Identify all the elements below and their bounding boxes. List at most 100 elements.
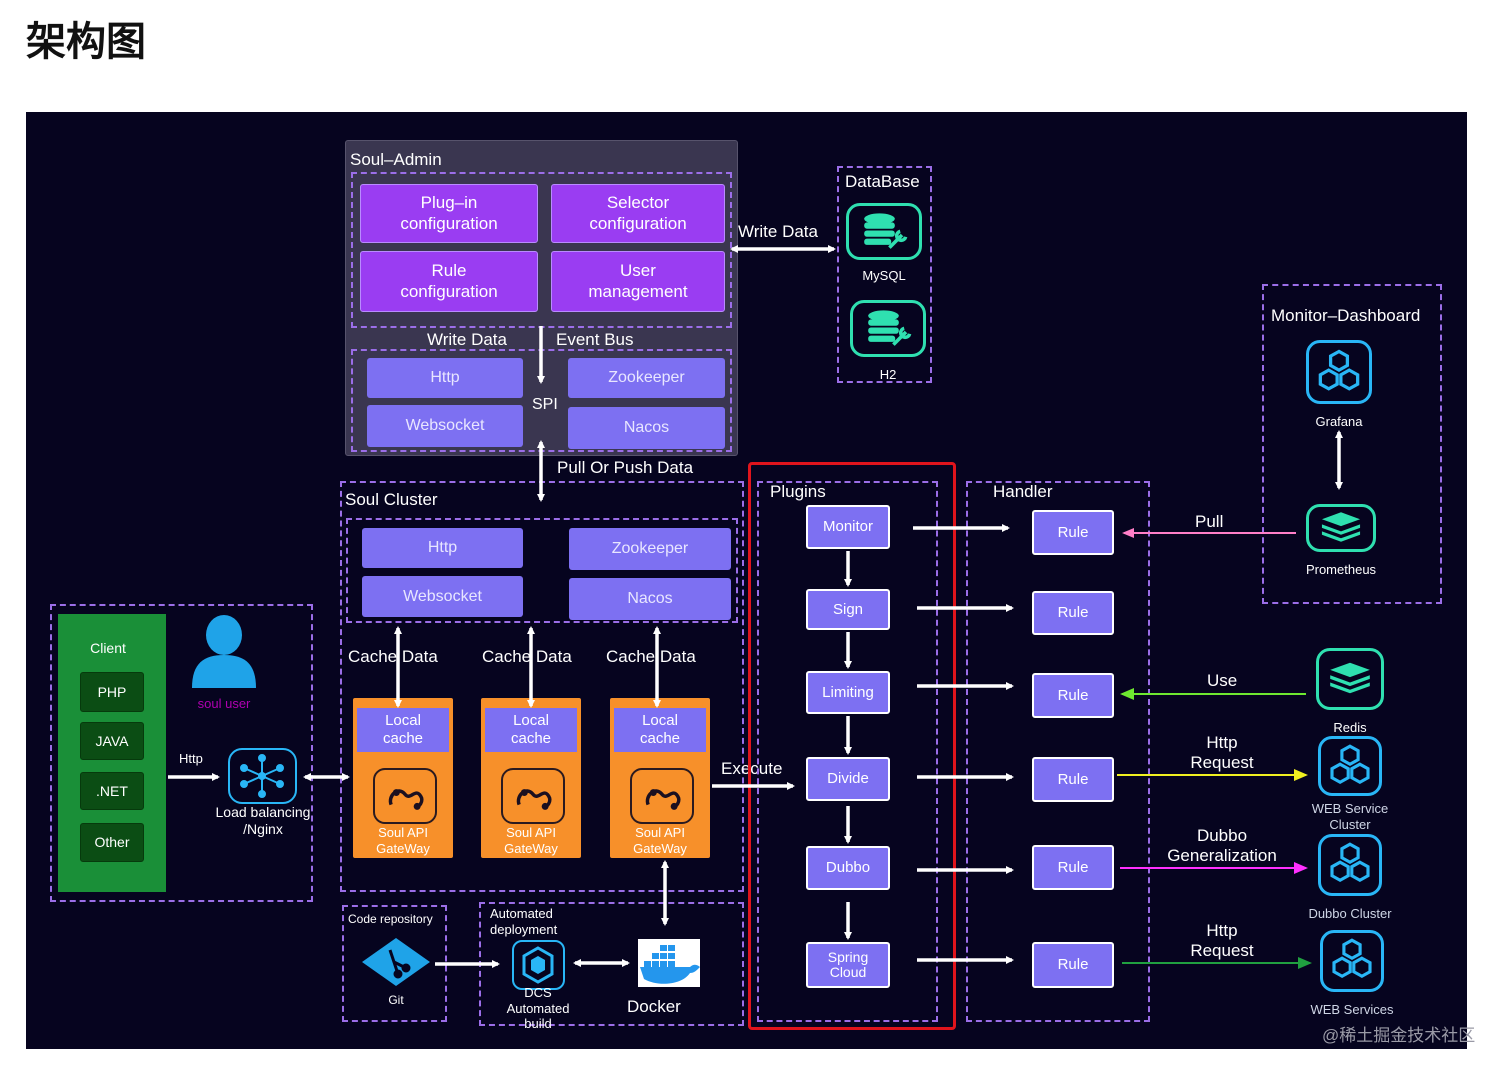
web-services-label: WEB Services (1310, 1002, 1394, 1017)
gateway-node-1[interactable]: Local cache Soul API GateWay (353, 698, 453, 858)
cache-data-label: Cache Data (348, 647, 438, 666)
client-java[interactable]: JAVA (80, 722, 144, 760)
dcs-label: DCS Automated build (506, 985, 570, 1032)
client-php[interactable]: PHP (80, 672, 144, 712)
watermark: @稀土掘金技术社区 (1322, 1026, 1476, 1045)
local-cache-box: Local cache (485, 708, 577, 752)
soul-user-label: soul user (197, 696, 251, 711)
redis-icon (1316, 648, 1384, 710)
selector-config-box[interactable]: Selector configuration (551, 184, 725, 243)
http-request-label: Http Request (1190, 733, 1254, 773)
load-balancing-label: Load balancing /Nginx (215, 804, 311, 837)
gateway-label: Soul API GateWay (376, 825, 430, 856)
monitor-dashboard-group (1262, 284, 1442, 604)
git-label: Git (388, 993, 404, 1007)
client-title: Client (90, 640, 126, 656)
admin-http-box[interactable]: Http (367, 358, 523, 398)
redis-label: Redis (1333, 720, 1367, 735)
gateway-node-3[interactable]: Local cache Soul API GateWay (610, 698, 710, 858)
architecture-diagram (26, 112, 1467, 1049)
write-data-label: Write Data (427, 330, 507, 349)
plugins-highlight-frame (748, 462, 956, 1030)
dubbo-cluster-label: Dubbo Cluster (1308, 906, 1392, 921)
h2-database-icon (850, 300, 926, 357)
event-bus-label: Event Bus (556, 330, 634, 349)
soul-cluster-title: Soul Cluster (345, 490, 438, 509)
execute-label: Execute (721, 759, 783, 778)
user-management-box[interactable]: User management (551, 251, 725, 312)
plugin-limiting[interactable]: Limiting (806, 671, 890, 714)
cluster-nacos-box[interactable]: Nacos (569, 578, 731, 620)
dubbo-generalization-label: Dubbo Generalization (1167, 826, 1277, 866)
cache-data-label: Cache Data (606, 647, 696, 666)
rule-config-box[interactable]: Rule configuration (360, 251, 538, 312)
load-balancer-icon (228, 748, 297, 804)
docker-icon (638, 939, 700, 987)
git-icon (362, 938, 430, 986)
cluster-websocket-box[interactable]: Websocket (362, 576, 523, 617)
cluster-http-box[interactable]: Http (362, 528, 523, 568)
mysql-label: MySQL (862, 268, 906, 283)
soul-admin-title: Soul–Admin (350, 150, 442, 169)
page-title: 架构图 (26, 19, 146, 65)
use-label: Use (1207, 671, 1238, 690)
plugin-dubbo[interactable]: Dubbo (806, 846, 890, 890)
gateway-icon (373, 768, 437, 824)
code-repository-title: Code repository (348, 912, 433, 926)
rule-box[interactable]: Rule (1032, 942, 1114, 988)
plugins-group (757, 481, 938, 1022)
h2-label: H2 (879, 367, 897, 382)
user-icon (190, 615, 258, 688)
handler-group (966, 481, 1150, 1022)
gateway-label: Soul API GateWay (504, 825, 558, 856)
cluster-zookeeper-box[interactable]: Zookeeper (569, 528, 731, 570)
plugin-monitor[interactable]: Monitor (806, 505, 890, 549)
docker-label: Docker (627, 997, 681, 1016)
prometheus-icon (1306, 504, 1376, 552)
rule-box[interactable]: Rule (1032, 757, 1114, 802)
client-group (50, 604, 313, 902)
pull-push-label: Pull Or Push Data (557, 458, 694, 477)
database-title: DataBase (845, 172, 920, 191)
gateway-label: Soul API GateWay (633, 825, 687, 856)
web-service-cluster-label: WEB Service Cluster (1311, 801, 1389, 832)
plugin-divide[interactable]: Divide (806, 757, 890, 801)
local-cache-box: Local cache (357, 708, 449, 752)
automated-deployment-title: Automated deployment (490, 906, 558, 937)
plugin-spring-cloud[interactable]: Spring Cloud (806, 942, 890, 988)
mysql-icon (846, 203, 922, 260)
dubbo-cluster-icon (1318, 834, 1382, 896)
database-group (837, 166, 932, 383)
gateway-icon (630, 768, 694, 824)
monitor-dashboard-title: Monitor–Dashboard (1271, 306, 1421, 325)
plugins-title: Plugins (770, 482, 826, 501)
spi-label: SPI (532, 396, 558, 413)
cache-data-label: Cache Data (482, 647, 572, 666)
web-service-cluster-icon (1318, 736, 1382, 796)
admin-zookeeper-box[interactable]: Zookeeper (568, 358, 725, 398)
gateway-node-2[interactable]: Local cache Soul API GateWay (481, 698, 581, 858)
db-write-data-label: Write Data (738, 222, 818, 241)
admin-nacos-box[interactable]: Nacos (568, 407, 725, 449)
cluster-sync-group (346, 518, 738, 623)
plugin-config-box[interactable]: Plug–in configuration (360, 184, 538, 243)
gateway-icon (501, 768, 565, 824)
admin-websocket-box[interactable]: Websocket (367, 405, 523, 447)
handler-title: Handler (993, 482, 1053, 501)
pull-label: Pull (1195, 512, 1224, 531)
client-dotnet[interactable]: .NET (80, 772, 144, 810)
rule-box[interactable]: Rule (1032, 673, 1114, 718)
http-request-label-2: Http Request (1190, 921, 1254, 961)
rule-box[interactable]: Rule (1032, 510, 1114, 555)
client-other[interactable]: Other (80, 823, 144, 862)
http-label: Http (179, 751, 203, 766)
grafana-icon (1306, 340, 1372, 404)
plugin-sign[interactable]: Sign (806, 589, 890, 630)
rule-box[interactable]: Rule (1032, 845, 1114, 890)
local-cache-box: Local cache (614, 708, 706, 752)
rule-box[interactable]: Rule (1032, 591, 1114, 635)
dcs-icon (512, 940, 565, 990)
grafana-label: Grafana (1315, 414, 1363, 429)
prometheus-label: Prometheus (1305, 562, 1377, 577)
web-services-icon (1320, 930, 1384, 992)
